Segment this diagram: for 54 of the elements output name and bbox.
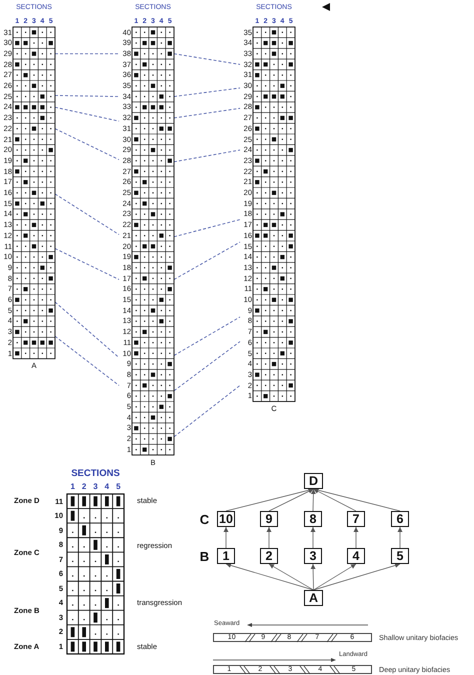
- facies-bar: [213, 665, 372, 674]
- correlation-line: [54, 336, 120, 386]
- correlation-line: [54, 248, 120, 280]
- row-letter: B: [198, 548, 210, 564]
- correlation-line: [174, 242, 240, 280]
- zone-box: 2: [260, 548, 278, 564]
- arrow: [224, 526, 228, 548]
- column-number: 3: [92, 481, 99, 492]
- arrow: [266, 526, 272, 548]
- correlation-line: [54, 95, 120, 97]
- arrow: [310, 564, 316, 590]
- zone-box: 8: [304, 511, 322, 527]
- correlation-line: [174, 53, 240, 65]
- zone-box: 7: [347, 511, 365, 527]
- zone-box: D: [304, 473, 323, 489]
- arrow: [268, 564, 314, 590]
- zone-box: 5: [391, 548, 409, 564]
- zone-box: 10: [217, 511, 235, 527]
- zone-box: A: [304, 590, 323, 606]
- arrow: [313, 564, 356, 590]
- correlation-line: [54, 128, 120, 160]
- zone-box: 6: [391, 511, 409, 527]
- column-number: 4: [104, 481, 110, 492]
- arrow: [354, 526, 358, 548]
- zone-box: 3: [304, 548, 322, 564]
- correlation-line: [54, 194, 120, 235]
- arrow: [313, 563, 400, 590]
- table-heading: SECTIONS: [70, 468, 121, 479]
- arrow: [398, 526, 402, 548]
- zonation-table: [67, 468, 124, 654]
- correlation-line: [174, 88, 240, 97]
- correlation-line: [174, 341, 240, 392]
- correlation-line: [54, 106, 120, 122]
- row-letter: C: [198, 511, 210, 527]
- arrow: [226, 563, 314, 590]
- correlation-line: [54, 302, 120, 358]
- arrow: [313, 488, 400, 512]
- correlation-line: [174, 150, 240, 162]
- column-number: 2: [80, 481, 88, 492]
- zone-box: 4: [347, 548, 365, 564]
- correlation-line: [174, 108, 240, 118]
- arrow: [268, 488, 314, 512]
- arrow: [310, 488, 316, 512]
- facies-bar: [213, 633, 372, 642]
- arrow: [313, 488, 356, 512]
- zone-box: 1: [217, 548, 235, 564]
- correlation-line: [174, 316, 240, 356]
- arrow: [310, 526, 316, 548]
- column-number: 1: [69, 481, 76, 492]
- correlation-line: [174, 385, 240, 438]
- correlation-line: [174, 219, 240, 238]
- zone-box: 9: [260, 511, 278, 527]
- correlation-line: [54, 53, 120, 54]
- column-number: 5: [115, 481, 122, 492]
